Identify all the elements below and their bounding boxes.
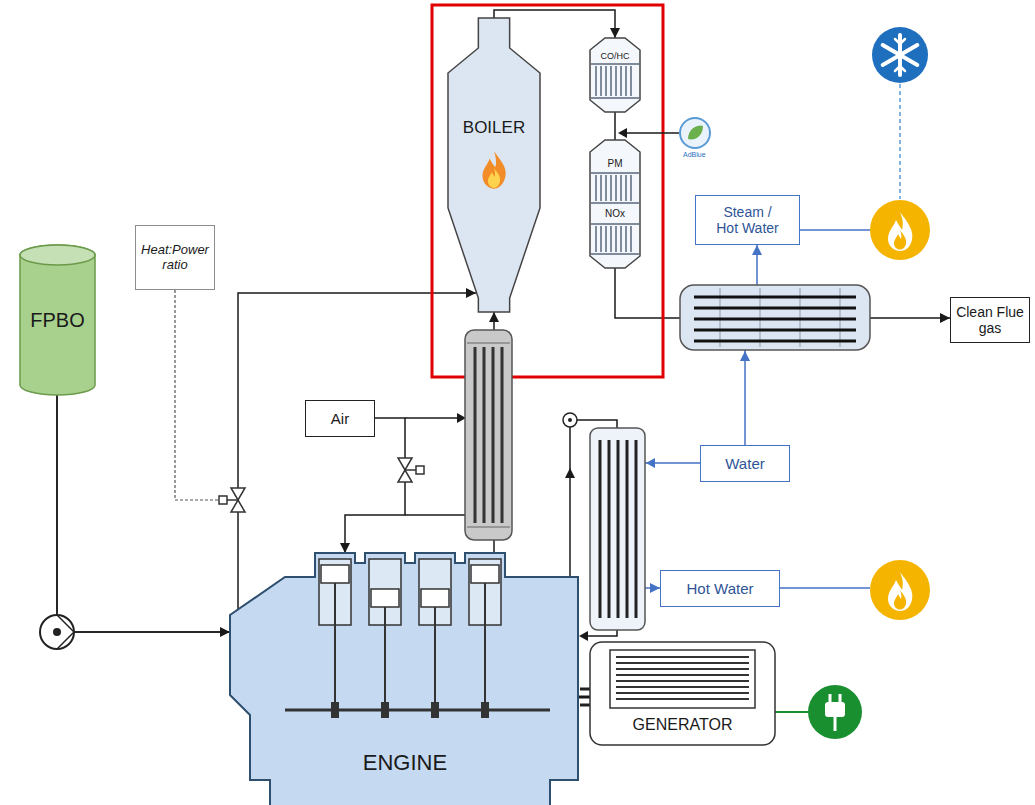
piston [371,589,399,607]
electricity-icon [775,685,862,739]
scr-filter: PM NOx [590,140,640,268]
crank-throw [331,702,339,718]
generator-winding [610,650,755,708]
adblue-injection [618,118,710,148]
engine-outline [230,553,578,805]
box-label: Air [331,410,349,427]
drive-shaft [578,696,590,699]
flame-symbol [482,151,505,188]
output-box: Clean Flue gas [950,297,1030,343]
flue-gas-heat-exchanger [680,285,870,361]
boiler-outline [448,18,540,312]
control-box: Heat:Power ratio [135,225,215,290]
piston [421,589,449,607]
heat-icon [800,200,930,260]
fuel-split-valve [175,290,245,512]
box-label: Water [725,455,764,472]
boiler-enclosure [432,5,663,377]
crank-throw [431,702,439,718]
catalyst-housing [590,38,640,112]
input-box: Water [700,445,790,482]
boiler-vessel: BOILER [448,18,540,312]
catalyst-channels [591,224,639,254]
box-label: Clean Flue gas [955,304,1025,336]
piston [321,565,349,583]
oxidation-catalyst: CO/HC [590,38,640,112]
connecting-rod [434,607,436,705]
crank-throw [381,702,389,718]
coolant-heat-exchanger [590,428,655,630]
output-box: Hot Water [660,570,780,607]
catalyst-housing [590,140,640,268]
tank-outline [20,245,95,395]
catalyst-label: PM [606,158,625,170]
connecting-rod [384,607,386,705]
generator-unit: GENERATOR [590,642,775,745]
air-bypass-valve [398,458,424,482]
catalyst-channels [591,173,639,203]
connecting-rod [484,583,486,705]
shaft-coupling [580,689,590,705]
catalyst-channels [591,64,639,98]
fuel-line [57,389,230,632]
heat-icon [780,560,930,620]
tank-label: FPBO [30,309,84,332]
crank-throw [481,702,489,718]
catalyst-label: CO/HC [599,51,632,61]
equipment-label: BOILER [463,118,525,138]
engine-block: ENGINE [230,545,580,805]
oxidation-catalyst-shape [590,38,640,112]
crankshaft [285,709,550,712]
air-line [345,418,405,553]
catalyst-label: NOx [603,208,627,220]
connecting-rod [334,583,336,705]
equipment-label: GENERATOR [633,716,733,734]
box-label: Steam / Hot Water [713,204,783,236]
equipment-label: ENGINE [363,750,447,775]
piston [471,565,499,583]
fuel-pump [40,615,74,649]
output-box: Steam / Hot Water [695,195,800,245]
generator-winding [616,657,749,699]
box-label: Hot Water [687,580,754,597]
flame-symbol [488,168,500,188]
generator-outline [590,642,775,745]
input-box: Air [305,400,375,437]
flue-gas-line [494,10,615,38]
flue-gas-line [614,112,616,140]
tank-top [20,245,95,265]
fuel-tank: FPBO [20,245,95,395]
boiler-vessel-shape [448,18,540,312]
logo-text: AdBlue [683,151,706,159]
air-preheater [405,330,512,540]
control-label: Heat:Power ratio [140,243,210,273]
cooling-icon [872,27,928,199]
